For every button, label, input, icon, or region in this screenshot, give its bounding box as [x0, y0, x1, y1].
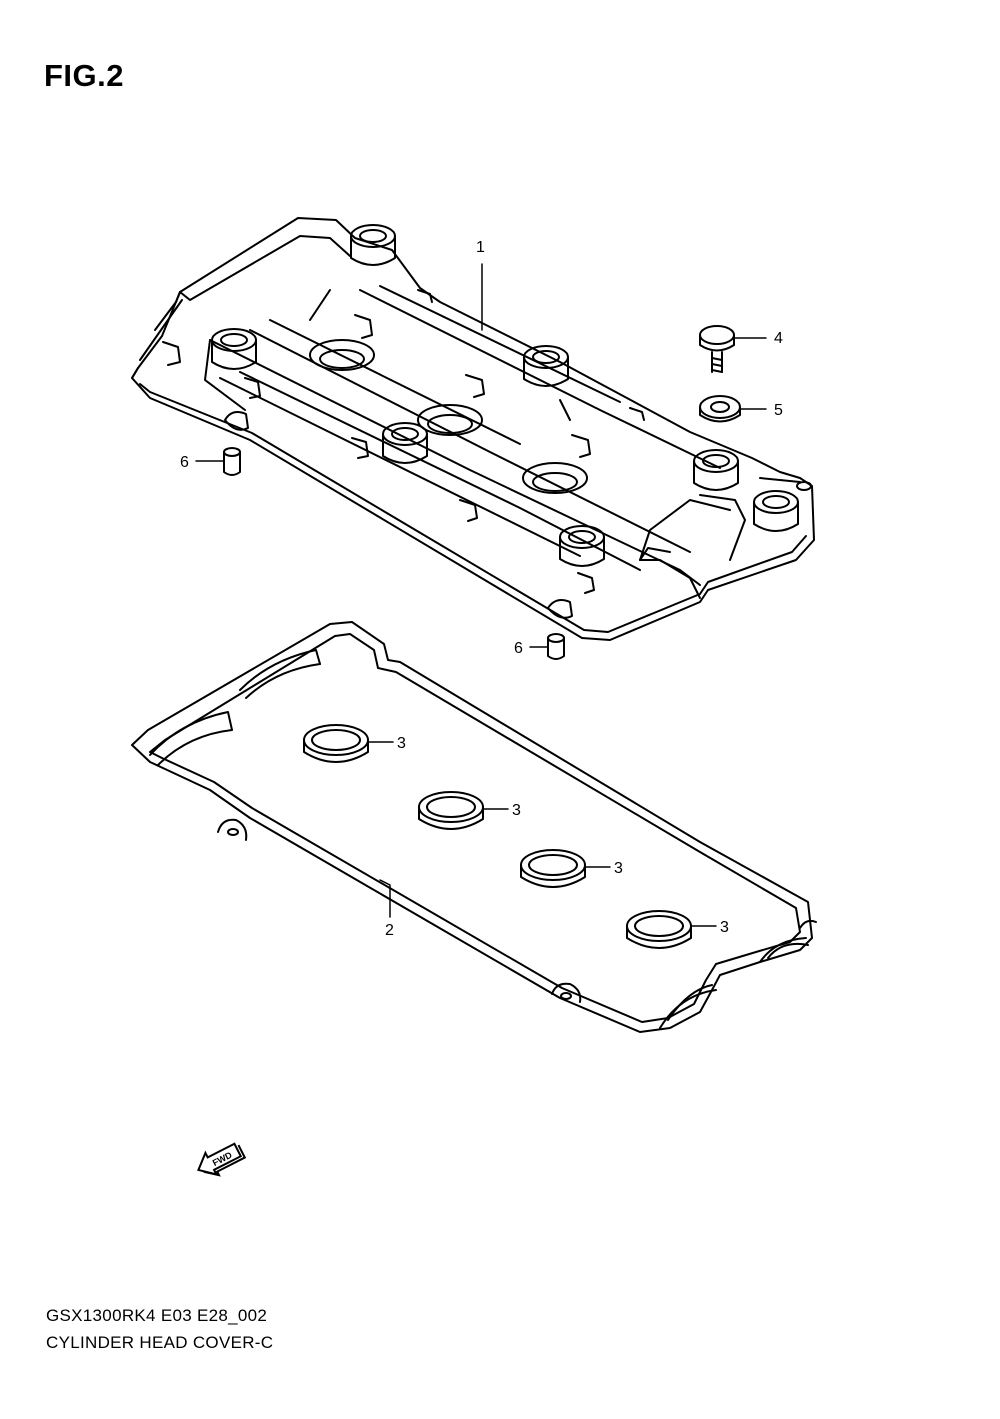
callout-6b: 6 — [514, 640, 523, 657]
callout-6a: 6 — [180, 454, 189, 471]
cylinder-head-cover — [131, 217, 815, 641]
callout-3d: 3 — [720, 919, 729, 936]
cover-gasket — [131, 621, 817, 1033]
bolt-seal — [699, 395, 741, 423]
callout-2: 2 — [385, 922, 394, 939]
callout-5: 5 — [774, 402, 783, 419]
fwd-arrow-icon: FWD — [197, 1142, 247, 1177]
callout-3c: 3 — [614, 860, 623, 877]
diagram-name: CYLINDER HEAD COVER-C — [46, 1333, 274, 1352]
callout-3b: 3 — [512, 802, 521, 819]
dowel-pins — [223, 447, 565, 660]
figure-title: FIG.2 — [44, 58, 125, 93]
model-code: GSX1300RK4 E03 E28_002 — [46, 1306, 268, 1325]
leader-2 — [379, 879, 391, 918]
plug-hole-seals — [303, 724, 692, 949]
callout-4: 4 — [774, 330, 783, 347]
cover-bolt — [699, 325, 735, 373]
callout-1: 1 — [476, 239, 485, 256]
callout-3a: 3 — [397, 735, 406, 752]
